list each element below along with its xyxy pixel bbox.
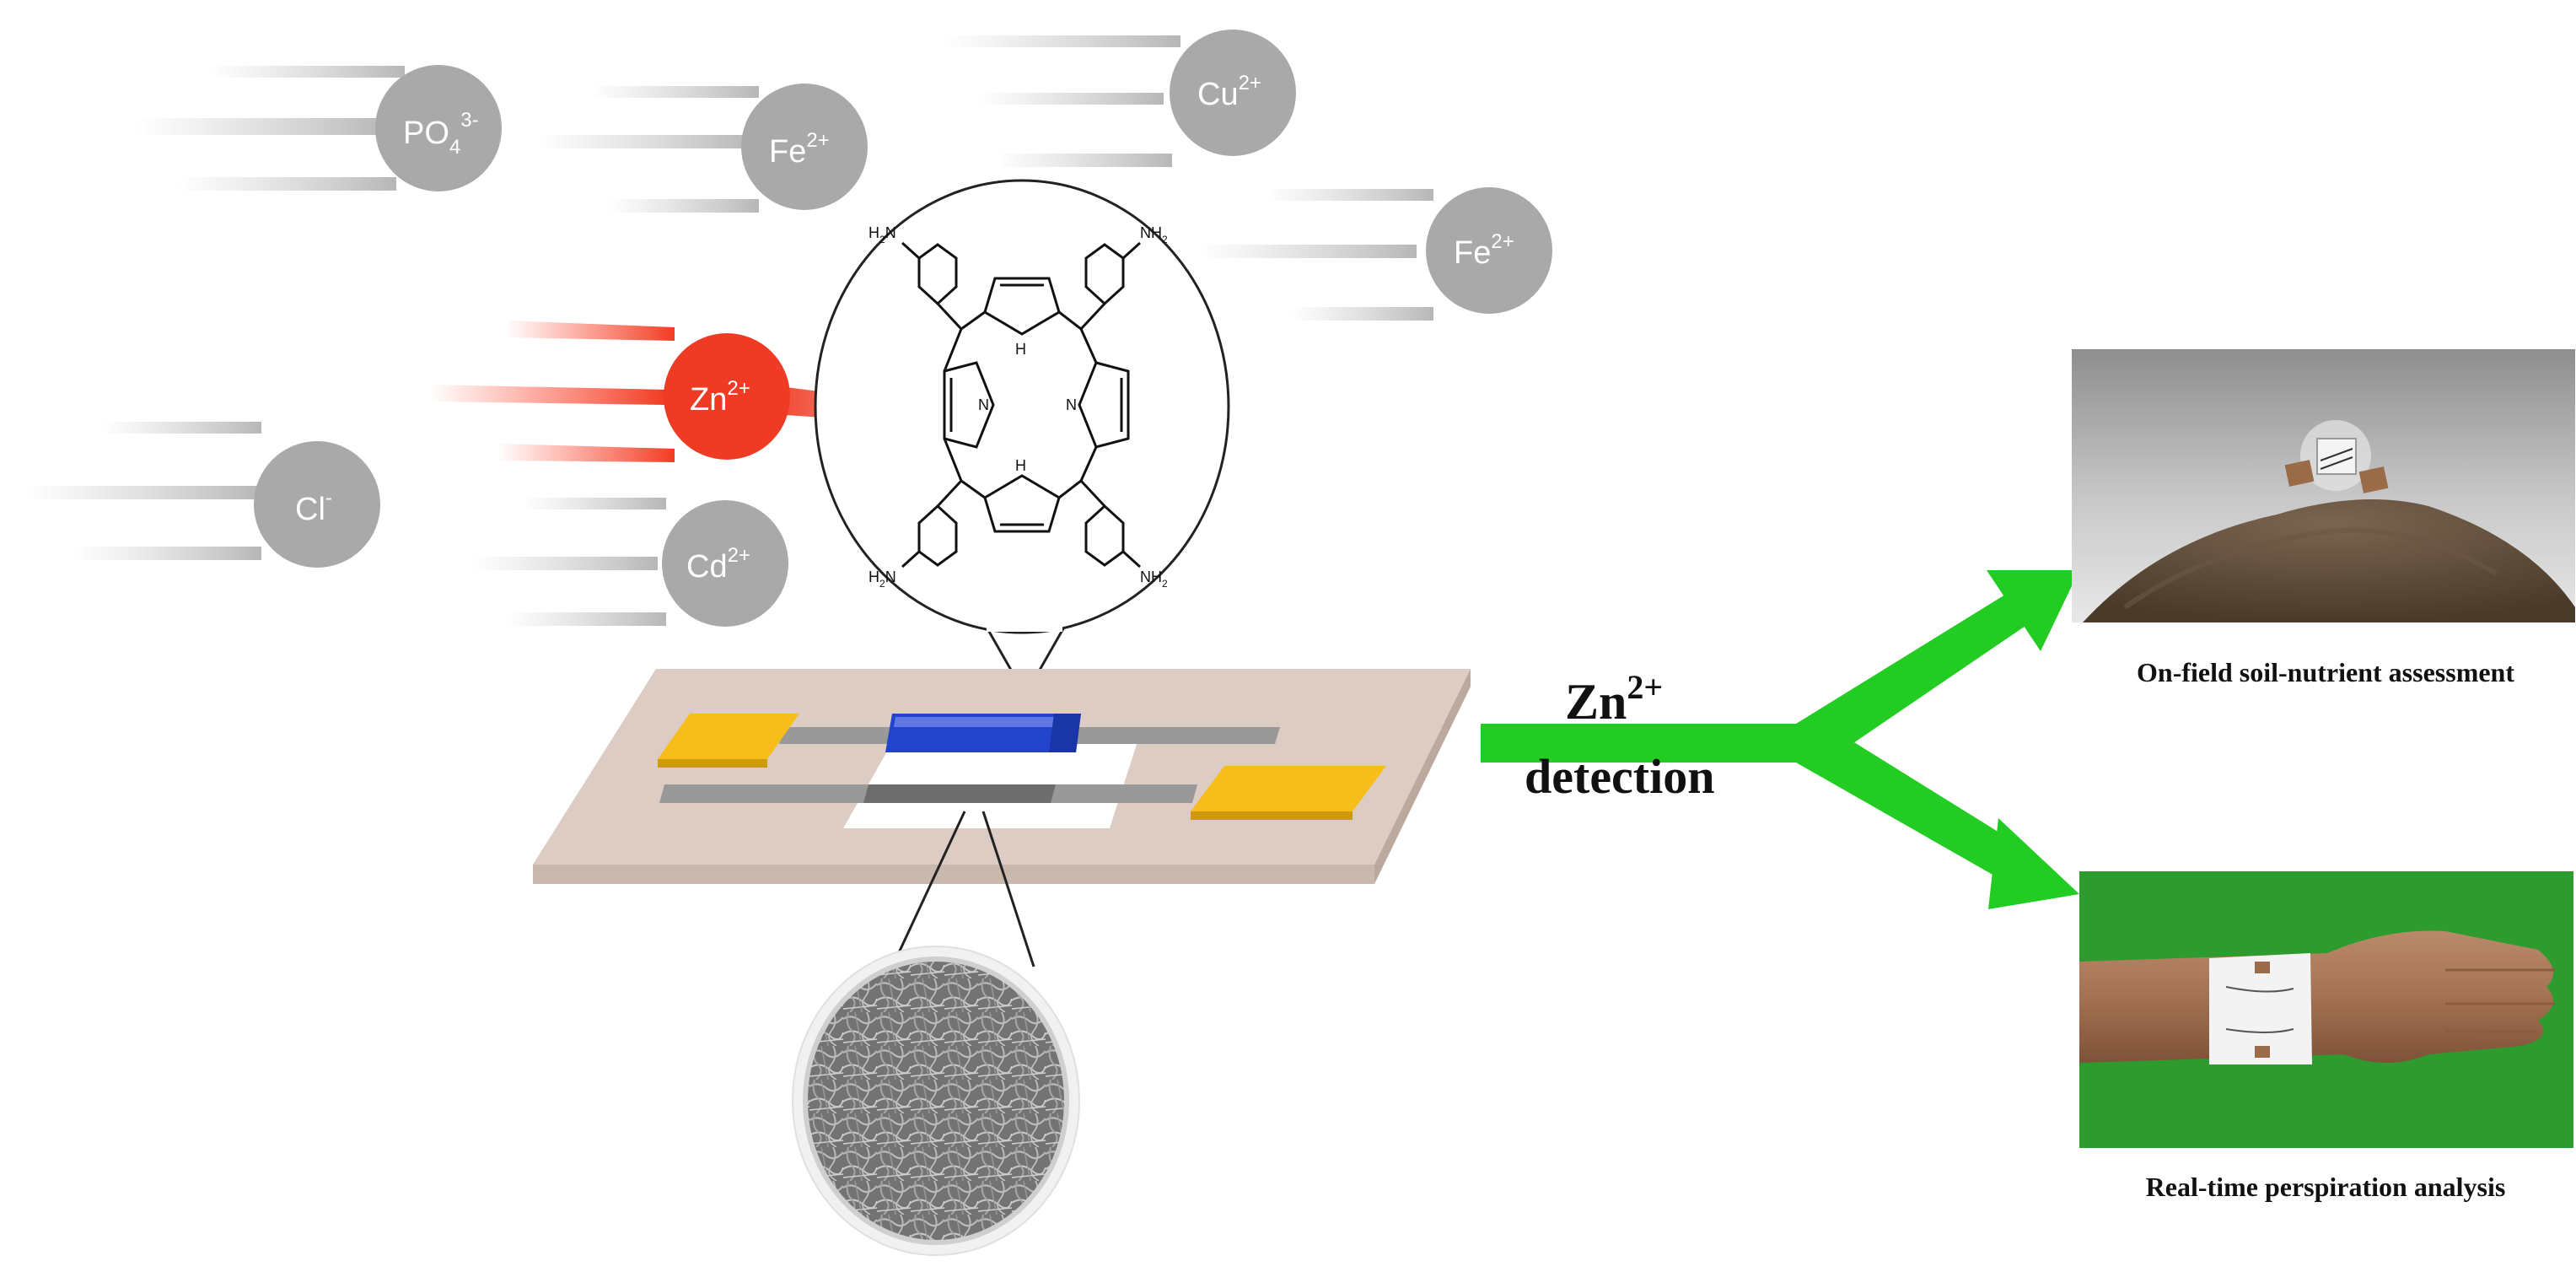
electrode-left-edge bbox=[658, 759, 767, 768]
zn-streak bbox=[430, 385, 666, 405]
coating-blue-shine bbox=[894, 717, 1078, 727]
arrow-upper-shaft bbox=[1796, 590, 2030, 759]
arrow-lower-shaft bbox=[1796, 727, 2030, 886]
svg-text:Fe2+: Fe2+ bbox=[1454, 230, 1514, 271]
substrate-side bbox=[533, 865, 1374, 884]
amine-top-left: H2N bbox=[869, 224, 896, 245]
cl-streak bbox=[76, 547, 261, 560]
svg-text:Fe2+: Fe2+ bbox=[769, 129, 830, 170]
sem-callout bbox=[792, 811, 1080, 1256]
amine-bottom-right: NH2 bbox=[1140, 569, 1168, 590]
cu-streak bbox=[995, 154, 1172, 167]
svg-text:Cl-: Cl- bbox=[295, 487, 332, 527]
ion-cd: Cd2+ bbox=[662, 500, 788, 627]
po4-streak bbox=[177, 177, 396, 191]
sensing-window bbox=[843, 734, 1140, 828]
caption-sweat: Real-time perspiration analysis bbox=[2146, 1172, 2506, 1202]
arrow-lower-head bbox=[1988, 818, 2079, 909]
substrate-edge bbox=[1374, 669, 1471, 884]
ion-circles: PO43- Fe2+ Cu2+ Fe2+ Zn2+ bbox=[254, 30, 1552, 627]
amine-top-right: NH2 bbox=[1140, 224, 1168, 245]
fe1-streak bbox=[590, 86, 759, 98]
svg-text:Cd2+: Cd2+ bbox=[686, 544, 750, 585]
ion-po4: PO43- bbox=[375, 65, 502, 191]
sweat-photo bbox=[2079, 871, 2573, 1148]
detection-word: detection bbox=[1525, 749, 1715, 804]
ion-zn-target: Zn2+ bbox=[664, 333, 790, 460]
arrow-trunk bbox=[1481, 724, 1821, 763]
svg-text:Zn2+: Zn2+ bbox=[690, 377, 750, 418]
svg-text:Cu2+: Cu2+ bbox=[1197, 72, 1261, 112]
porphyrin-callout: H H N N H2N NH2 H2N NH2 bbox=[814, 179, 1230, 698]
ion-fe-lower: Fe2+ bbox=[1426, 187, 1552, 314]
po4-streak bbox=[211, 66, 405, 78]
cl-streak bbox=[101, 422, 261, 434]
sem-fiber-image bbox=[805, 959, 1067, 1242]
electrode-left bbox=[658, 714, 799, 759]
detection-ion: Zn bbox=[1565, 674, 1627, 730]
cu-streak bbox=[944, 35, 1180, 47]
callout-bubble bbox=[814, 179, 1230, 634]
cd-streak bbox=[523, 498, 666, 509]
n-left: N bbox=[978, 396, 989, 413]
ion-streaks bbox=[25, 35, 1433, 626]
svg-text:PO43-: PO43- bbox=[403, 109, 479, 159]
zn-streak bbox=[506, 321, 675, 341]
ion-cu: Cu2+ bbox=[1170, 30, 1296, 156]
svg-text:Zn2+: Zn2+ bbox=[1565, 668, 1663, 730]
nh-top: H bbox=[1015, 341, 1026, 358]
po4-streak bbox=[135, 118, 388, 135]
fe2-streak bbox=[1197, 245, 1417, 258]
fe2-streak bbox=[1265, 189, 1433, 201]
ion-cl: Cl- bbox=[254, 441, 380, 568]
fe2-streak bbox=[1290, 307, 1433, 321]
fe1-streak bbox=[540, 135, 750, 148]
trace-lower-dark bbox=[863, 784, 1056, 803]
porphyrin-structure bbox=[901, 241, 1142, 569]
sensor-device bbox=[533, 669, 1471, 884]
cl-streak bbox=[25, 486, 261, 499]
detection-label: Zn2+ detection bbox=[1525, 668, 1715, 804]
electrode-right-edge bbox=[1191, 811, 1353, 820]
caption-soil: On-field soil-nutrient assessment bbox=[2137, 657, 2514, 687]
zn-streak bbox=[497, 444, 675, 462]
nh-bottom: H bbox=[1015, 457, 1026, 474]
n-right: N bbox=[1066, 396, 1077, 413]
cd-streak bbox=[472, 557, 658, 570]
branch-arrow bbox=[1481, 570, 2079, 909]
cu-streak bbox=[978, 93, 1164, 105]
ion-fe-upper: Fe2+ bbox=[741, 84, 868, 210]
coating-blue-cap bbox=[1049, 714, 1081, 752]
amine-bottom-left: H2N bbox=[869, 569, 896, 590]
cd-streak bbox=[506, 612, 666, 626]
fe1-streak bbox=[607, 199, 759, 213]
soil-photo bbox=[2072, 349, 2575, 622]
electrode-right bbox=[1191, 766, 1386, 811]
arrow-upper-head bbox=[1987, 570, 2079, 651]
